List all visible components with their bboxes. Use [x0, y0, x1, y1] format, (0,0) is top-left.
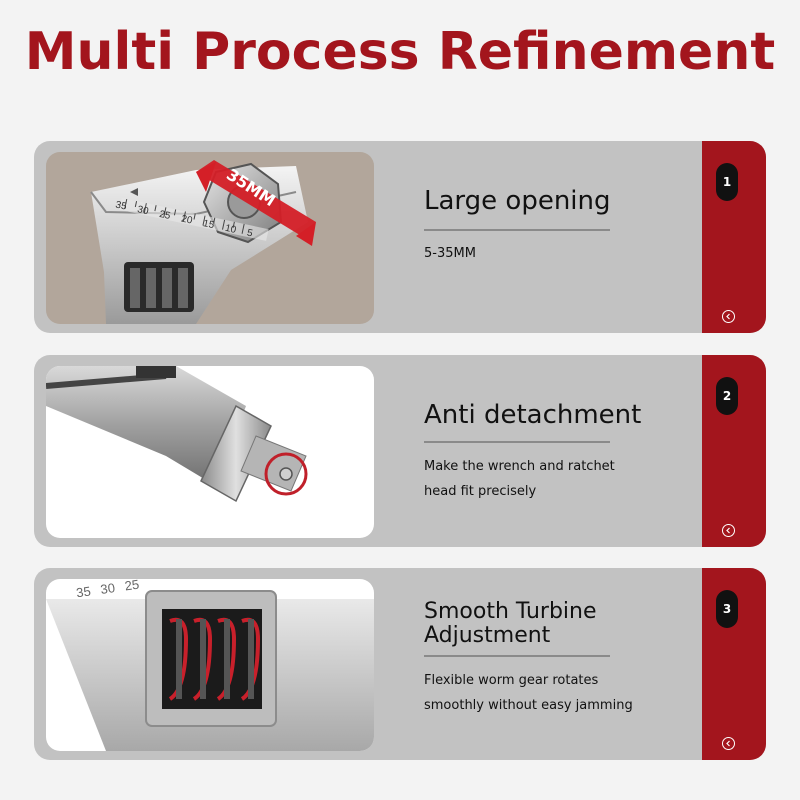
- feature-heading: Large opening: [424, 188, 611, 214]
- feature-heading-line: Adjustment: [424, 623, 551, 648]
- scale-label: 35: [75, 583, 92, 601]
- scale-label: 25: [158, 208, 172, 222]
- feature-heading: Anti detachment: [424, 402, 641, 428]
- feature-description-line: 5-35MM: [424, 246, 476, 261]
- heading-underline: [424, 655, 610, 657]
- scale-label: 20: [180, 213, 194, 227]
- feature-description-line: head fit precisely: [424, 484, 537, 499]
- scale-label: 30: [99, 580, 116, 597]
- scale-label: 35: [114, 199, 128, 213]
- feature-description: Flexible worm gear rotates smoothly with…: [424, 668, 633, 718]
- feature-card-anti-detachment: Anti detachment Make the wrench and ratc…: [34, 355, 766, 547]
- feature-description-line: Flexible worm gear rotates: [424, 673, 599, 688]
- feature-heading: Smooth Turbine Adjustment: [424, 600, 597, 648]
- chevron-left-circle-icon[interactable]: [722, 737, 735, 750]
- chevron-left-circle-icon[interactable]: [722, 310, 735, 323]
- feature-description-line: smoothly without easy jamming: [424, 698, 633, 713]
- scale-label: 30: [136, 204, 150, 218]
- feature-description-line: Make the wrench and ratchet: [424, 459, 615, 474]
- feature-number-badge: 1: [716, 163, 738, 201]
- feature-description: 5-35MM: [424, 241, 476, 266]
- scale-label: 15: [202, 218, 216, 232]
- feature-heading-line: Anti detachment: [424, 400, 642, 430]
- feature-side-panel: 1: [702, 141, 766, 333]
- page-title: Multi Process Refinement: [24, 22, 776, 82]
- feature-image-large-opening: 35MM 35 30 25 20 15 10 5: [46, 152, 374, 324]
- feature-card-large-opening: 35MM 35 30 25 20 15 10 5 Large opening 5…: [34, 141, 766, 333]
- feature-image-smooth-turbine: 35 30 25: [46, 579, 374, 751]
- feature-heading-line: Large opening: [424, 186, 611, 216]
- wrench-jaw-opening-illustration: [46, 152, 374, 324]
- chevron-left-circle-icon[interactable]: [722, 524, 735, 537]
- feature-number-badge: 2: [716, 377, 738, 415]
- scale-label: 25: [123, 579, 141, 594]
- feature-side-panel: 2: [702, 355, 766, 547]
- heading-underline: [424, 441, 610, 443]
- scale-label: 10: [223, 222, 238, 236]
- feature-description: Make the wrench and ratchet head fit pre…: [424, 454, 615, 504]
- feature-number-badge: 3: [716, 590, 738, 628]
- feature-card-smooth-turbine: 35 30 25 Smooth Turbine Adjustment Flexi…: [34, 568, 766, 760]
- heading-underline: [424, 229, 610, 231]
- feature-heading-line: Smooth Turbine: [424, 599, 597, 624]
- feature-side-panel: 3: [702, 568, 766, 760]
- ratchet-head-fit-illustration: [46, 366, 374, 538]
- worm-gear-illustration: [46, 579, 374, 751]
- feature-image-anti-detachment: [46, 366, 374, 538]
